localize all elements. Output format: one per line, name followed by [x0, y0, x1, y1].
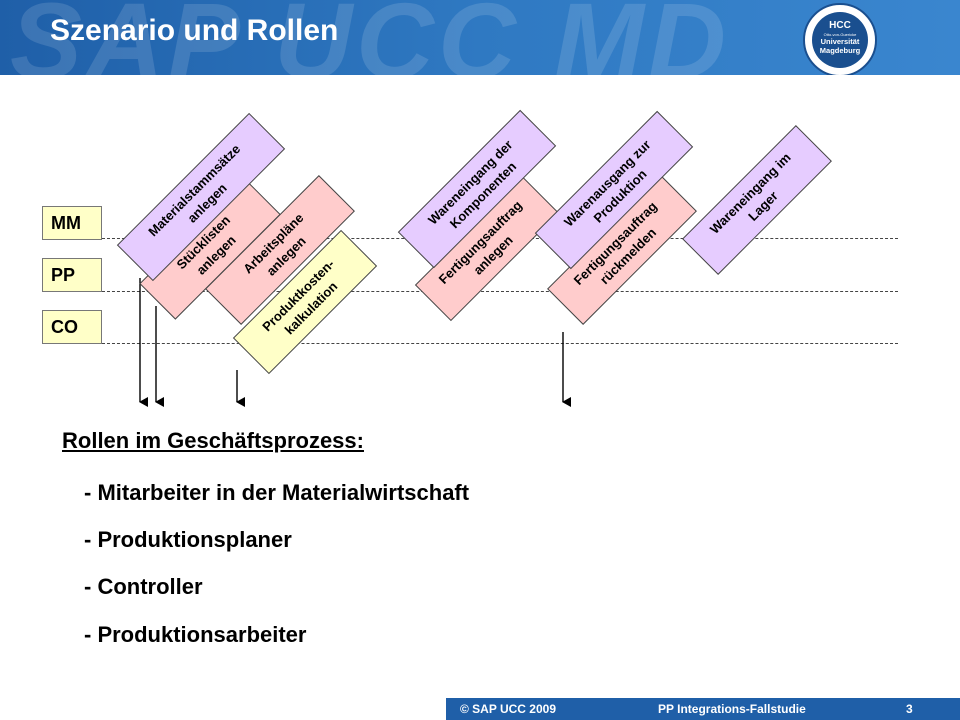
university-seal-logo: HCC Otto-von-Guericke Universität Magdeb… — [803, 3, 877, 75]
step-arbeitsplaene: Arbeitspläne anlegen — [205, 175, 355, 325]
page-title: Szenario und Rollen — [50, 14, 339, 47]
footer-page-number: 3 — [906, 702, 913, 716]
role-item: - Controller — [84, 574, 203, 599]
step-stuecklisten: Stücklisten anlegen — [139, 178, 281, 320]
roles-heading: Rollen im Geschäftsprozess: — [62, 428, 364, 453]
lane-label-pp: PP — [42, 258, 102, 292]
lane-label-co: CO — [42, 310, 102, 344]
lane-label-mm: MM — [42, 206, 102, 240]
footer-copyright: © SAP UCC 2009 — [460, 702, 556, 716]
watermark: SAP UCC MD — [10, 0, 731, 75]
role-item: - Mitarbeiter in der Materialwirtschaft — [84, 480, 470, 505]
lane-separator-bottom — [102, 343, 898, 344]
step-wareneingang-lager: Wareneingang im Lager — [682, 125, 832, 275]
footer-bar: © SAP UCC 2009 PP Integrations-Fallstudi… — [446, 698, 960, 720]
lane-separator-middle — [102, 291, 898, 292]
role-item: - Produktionsarbeiter — [84, 622, 307, 647]
role-item: - Produktionsplaner — [84, 527, 292, 552]
footer-course: PP Integrations-Fallstudie — [658, 702, 806, 716]
header-bar: SAP UCC MD Szenario und Rollen HCC Otto-… — [0, 0, 960, 75]
